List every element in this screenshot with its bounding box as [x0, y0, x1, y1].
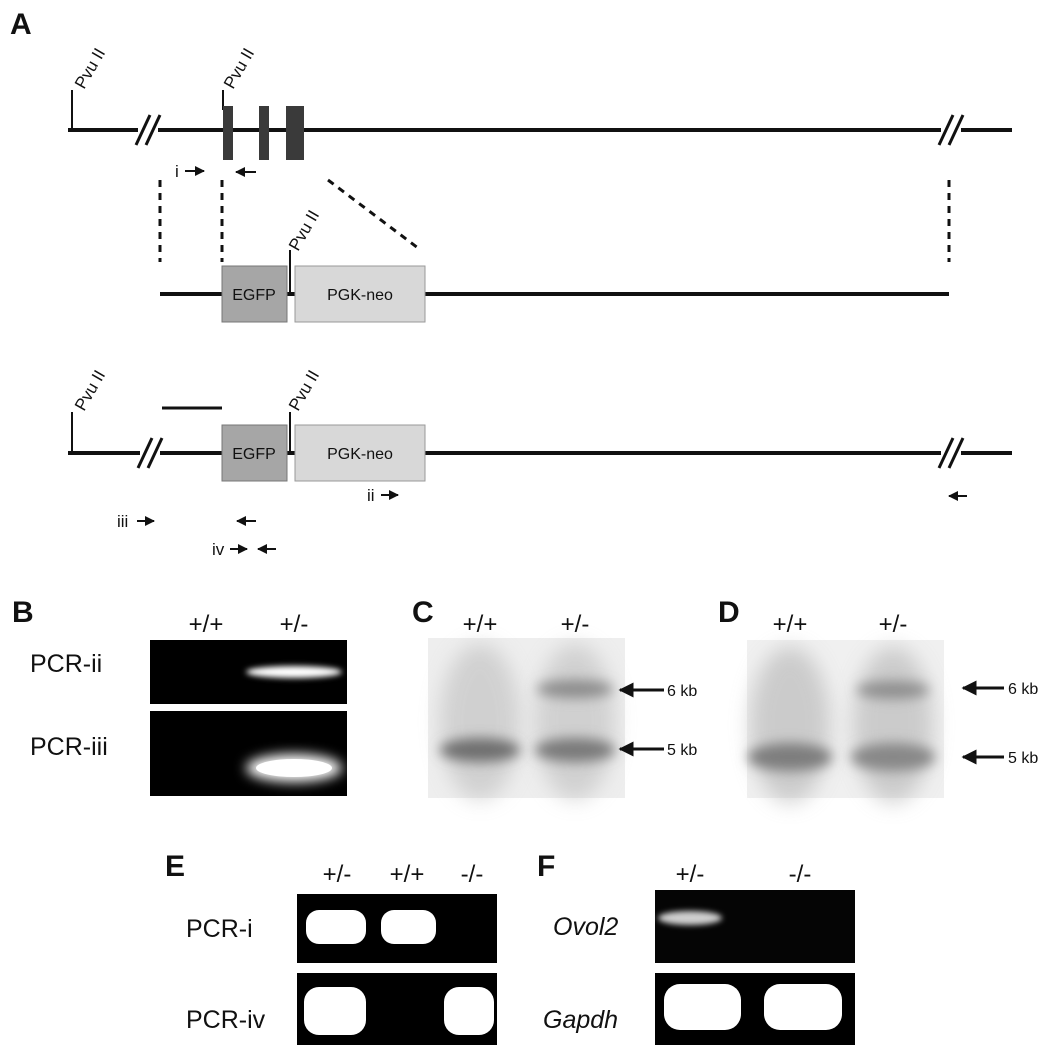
- break-mark: [937, 437, 965, 469]
- break-mark: [937, 114, 965, 146]
- blot-smear: [440, 644, 520, 800]
- row-label-pcr-i: PCR-i: [186, 915, 253, 943]
- genotype-label: +/+: [773, 611, 808, 638]
- pgk-neo-label: PGK-neo: [327, 287, 393, 304]
- genotype-label: -/-: [461, 861, 484, 888]
- panel-e: E +/- +/+ -/- PCR-i PCR-iv: [165, 850, 497, 1045]
- genotype-label: +/+: [463, 611, 498, 638]
- blot-band-5kb: [748, 743, 832, 771]
- homology-lines: [158, 178, 951, 262]
- blot-smear: [750, 647, 830, 803]
- panel-c: C +/+ +/- 6 kb 5 kb: [412, 596, 697, 800]
- primer-iv-label: iv: [212, 540, 225, 559]
- primer-ii-label: ii: [367, 486, 375, 505]
- marker-6kb-label: 6 kb: [667, 683, 697, 700]
- gel-band: [256, 759, 332, 777]
- genotype-label: +/-: [323, 861, 352, 888]
- gel-band: [664, 984, 741, 1030]
- panel-letter-c: C: [412, 596, 434, 629]
- blot-band-6kb: [537, 680, 613, 698]
- gel-band: [658, 911, 722, 925]
- egfp-label: EGFP: [232, 287, 276, 304]
- exon: [259, 106, 269, 160]
- gel-image: [655, 890, 855, 963]
- break-mark: [136, 437, 164, 469]
- row-label-gapdh: Gapdh: [543, 1006, 618, 1034]
- panel-letter-b: B: [12, 596, 34, 629]
- primer-i-label: i: [175, 162, 179, 181]
- pvu-ii-label: Pvu II: [285, 207, 323, 254]
- genotype-label: +/-: [676, 861, 705, 888]
- panel-letter-f: F: [537, 850, 555, 883]
- row-label-pcr-iii: PCR-iii: [30, 733, 108, 761]
- blot-band-6kb: [857, 681, 929, 699]
- panel-letter-a: A: [10, 8, 32, 41]
- exon: [223, 106, 233, 160]
- panel-a: A Pvu II Pvu II i: [10, 8, 1012, 559]
- genotype-label: +/+: [189, 611, 224, 638]
- panel-letter-e: E: [165, 850, 185, 883]
- exon: [286, 106, 304, 160]
- targeting-vector: EGFP PGK-neo Pvu II: [160, 207, 949, 323]
- pvu-ii-label: Pvu II: [71, 45, 109, 92]
- pvu-ii-label: Pvu II: [71, 367, 109, 414]
- blot-band-5kb: [440, 738, 520, 762]
- egfp-label: EGFP: [232, 446, 276, 463]
- genotype-label: +/-: [561, 611, 590, 638]
- marker-5kb-label: 5 kb: [1008, 750, 1038, 767]
- pgk-neo-box: [294, 424, 426, 482]
- gel-band: [304, 987, 366, 1035]
- gel-band: [306, 910, 366, 944]
- blot-band-5kb: [851, 743, 935, 771]
- genotype-label: -/-: [789, 861, 812, 888]
- pvu-ii-label: Pvu II: [285, 367, 323, 414]
- marker-6kb-label: 6 kb: [1008, 681, 1038, 698]
- primer-iii-label: iii: [117, 512, 128, 531]
- blot-band-5kb: [535, 738, 615, 762]
- genotype-label: +/-: [280, 611, 309, 638]
- blot-smear: [853, 647, 933, 803]
- pgk-neo-label: PGK-neo: [327, 446, 393, 463]
- wildtype-locus: Pvu II Pvu II i: [68, 45, 1012, 181]
- gel-band: [246, 666, 342, 678]
- genotype-label: +/+: [390, 861, 425, 888]
- gel-band: [381, 910, 436, 944]
- marker-5kb-label: 5 kb: [667, 742, 697, 759]
- gel-band: [764, 984, 842, 1030]
- panel-d: D +/+ +/- 6 kb 5 kb: [718, 596, 1038, 803]
- egfp-box: [221, 265, 288, 323]
- gel-image: [150, 711, 347, 796]
- row-label-pcr-ii: PCR-ii: [30, 650, 102, 678]
- row-label-ovol2: Ovol2: [553, 913, 618, 941]
- row-label-pcr-iv: PCR-iv: [186, 1006, 266, 1034]
- blot-smear: [535, 644, 615, 800]
- panel-letter-d: D: [718, 596, 740, 629]
- panel-b: B +/+ +/- PCR-ii PCR-iii: [12, 596, 347, 796]
- gel-band: [444, 987, 494, 1035]
- genotype-label: +/-: [879, 611, 908, 638]
- panel-f: F +/- -/- Ovol2 Gapdh: [537, 850, 855, 1045]
- pgk-neo-box: [294, 265, 426, 323]
- break-mark: [134, 114, 162, 146]
- egfp-box: [221, 424, 288, 482]
- pvu-ii-label: Pvu II: [220, 45, 258, 92]
- targeted-allele: Pvu II EGFP PGK-neo Pvu II ii iii iv: [68, 367, 1012, 559]
